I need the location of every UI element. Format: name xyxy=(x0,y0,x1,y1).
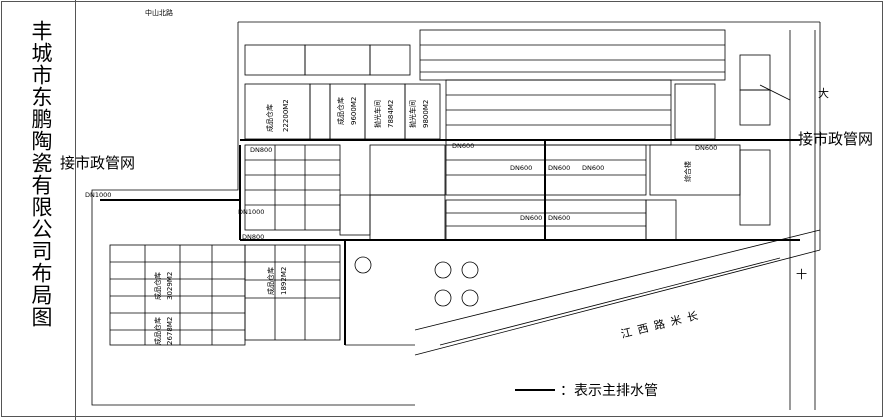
building-label: 综合楼 xyxy=(683,161,692,182)
pipe-label: DN1000 xyxy=(238,208,264,216)
page-title: 丰城市东鹏陶瓷有限公司布局图 xyxy=(29,20,53,328)
building-area: 2678M2 xyxy=(166,317,174,345)
building-label: 抛光车间 xyxy=(408,100,417,128)
pipe-label: DN600 xyxy=(582,164,604,172)
building-area: 9600M2 xyxy=(350,97,358,125)
building-label: 成品仓库 xyxy=(153,272,162,300)
building-area: 3029M2 xyxy=(166,272,174,300)
pipe-label: DN800 xyxy=(242,233,264,241)
top-road-label: 中山北路 xyxy=(145,9,173,17)
building-label: 成品仓库 xyxy=(336,97,345,125)
pipe-label: DN600 xyxy=(452,142,474,150)
pipe-label: DN600 xyxy=(548,214,570,222)
building-area: 22200M2 xyxy=(282,99,290,132)
pipe-label: DN600 xyxy=(548,164,570,172)
building-area: 7884M2 xyxy=(387,100,395,128)
pipe-label: DN800 xyxy=(250,146,272,154)
pipe-label: DN600 xyxy=(510,164,532,172)
building-label: 抛光车间 xyxy=(373,100,382,128)
connect-label-left: 接市政管网 xyxy=(60,154,136,172)
building-area: 1892M2 xyxy=(280,267,288,295)
connect-label-right: 接市政管网 xyxy=(798,130,874,148)
legend-text: ：表示主排水管 xyxy=(560,383,658,399)
site-boundary-left xyxy=(91,22,415,406)
pipe-label: DN600 xyxy=(695,144,717,152)
building-label: 成品仓库 xyxy=(265,104,274,132)
building-label: 成品仓库 xyxy=(266,267,275,295)
building-area: 9800M2 xyxy=(422,100,430,128)
right-road-label-top: 大 xyxy=(818,87,829,100)
title-divider xyxy=(75,0,76,420)
right-road-label-bottom: 十 xyxy=(796,268,807,281)
pipe-label: DN600 xyxy=(520,214,542,222)
road-label: 江西路米长 xyxy=(620,308,706,341)
building-label: 成品仓库 xyxy=(153,317,162,345)
pipe-label: DN1000 xyxy=(85,191,111,199)
